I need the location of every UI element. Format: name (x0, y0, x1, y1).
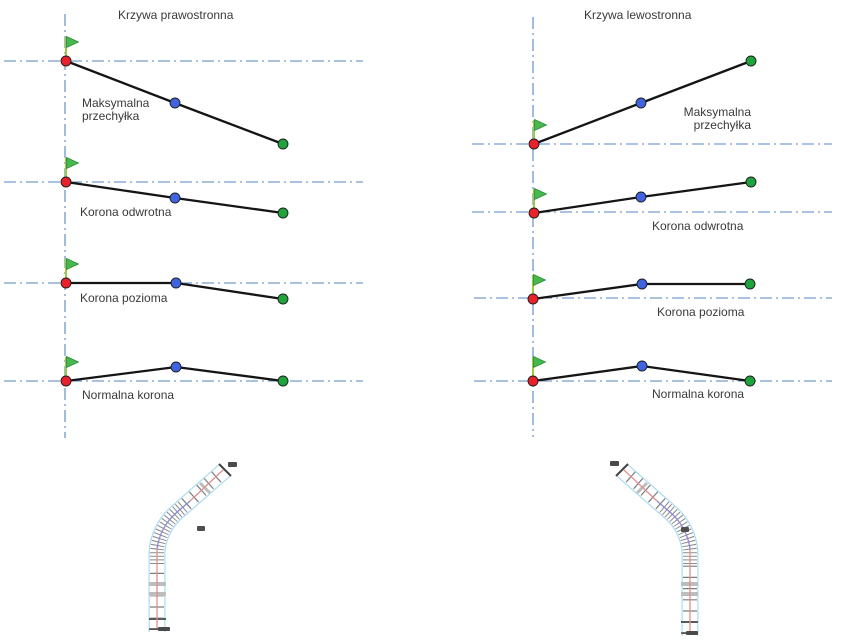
road-centerline-curve (656, 500, 691, 550)
start-point-marker (60, 277, 72, 289)
end-point-marker (745, 176, 757, 188)
left-road-plan (148, 462, 237, 632)
flag-icon (65, 257, 80, 281)
end-point-marker (277, 207, 289, 219)
right-label-reverse-crown: Korona odwrotna (652, 219, 744, 233)
start-point-marker (60, 375, 72, 387)
mid-point-marker (636, 360, 648, 372)
road-band-mark (635, 481, 649, 495)
mid-point-marker (169, 192, 181, 204)
left-panel-title: Krzywa prawostronna (118, 8, 234, 22)
end-point-marker (277, 138, 289, 150)
station-label-mark (158, 627, 170, 631)
end-point-marker (744, 278, 756, 290)
road-end-line (218, 463, 232, 477)
end-point-marker (745, 55, 757, 67)
left-diagram (4, 14, 363, 438)
flag-icon (65, 35, 80, 59)
right-diagram (472, 17, 832, 437)
mid-point-marker (635, 191, 647, 203)
end-point-marker (744, 375, 756, 387)
station-label-mark (228, 462, 237, 467)
left-label-reverse-crown: Korona odwrotna (80, 205, 172, 219)
road-centerline-tangent (623, 469, 658, 502)
label-line: przechyłka (82, 109, 140, 123)
end-point-marker (277, 375, 289, 387)
flag-icon (65, 355, 80, 379)
station-label-mark (197, 526, 205, 531)
label-line: przechyłka (693, 118, 751, 132)
road-surface (617, 464, 698, 636)
label-line: Maksymalna (82, 96, 150, 110)
mid-point-marker (170, 277, 182, 289)
start-point-marker (527, 293, 539, 305)
mid-point-marker (169, 97, 181, 109)
start-point-marker (528, 207, 540, 219)
mid-point-marker (635, 97, 647, 109)
right-panel-title: Krzywa lewostronna (584, 8, 692, 22)
road-centerline-tangent (189, 469, 224, 502)
start-point-marker (60, 55, 72, 67)
right-label-normal-crown: Normalna korona (652, 387, 745, 401)
right-road-plan (610, 461, 699, 636)
mid-point-marker (170, 361, 182, 373)
label-line: Maksymalna (683, 105, 751, 119)
flag-icon (532, 355, 547, 379)
road-centerline-curve (156, 500, 191, 550)
station-label-mark (686, 631, 698, 635)
flag-icon (65, 156, 80, 180)
station-label-mark (681, 527, 689, 532)
start-point-marker (528, 138, 540, 150)
flag-icon (533, 118, 548, 142)
mid-point-marker (636, 278, 648, 290)
flag-icon (533, 187, 548, 211)
end-point-marker (277, 293, 289, 305)
left-label-normal-crown: Normalna korona (82, 388, 175, 402)
start-point-marker (60, 176, 72, 188)
left-label-level-crown: Korona pozioma (80, 291, 168, 305)
road-end-line (615, 463, 629, 477)
start-point-marker (527, 375, 539, 387)
right-label-level-crown: Korona pozioma (657, 305, 745, 319)
station-label-mark (610, 461, 619, 466)
road-band-mark (198, 481, 212, 495)
flag-icon (532, 273, 547, 297)
